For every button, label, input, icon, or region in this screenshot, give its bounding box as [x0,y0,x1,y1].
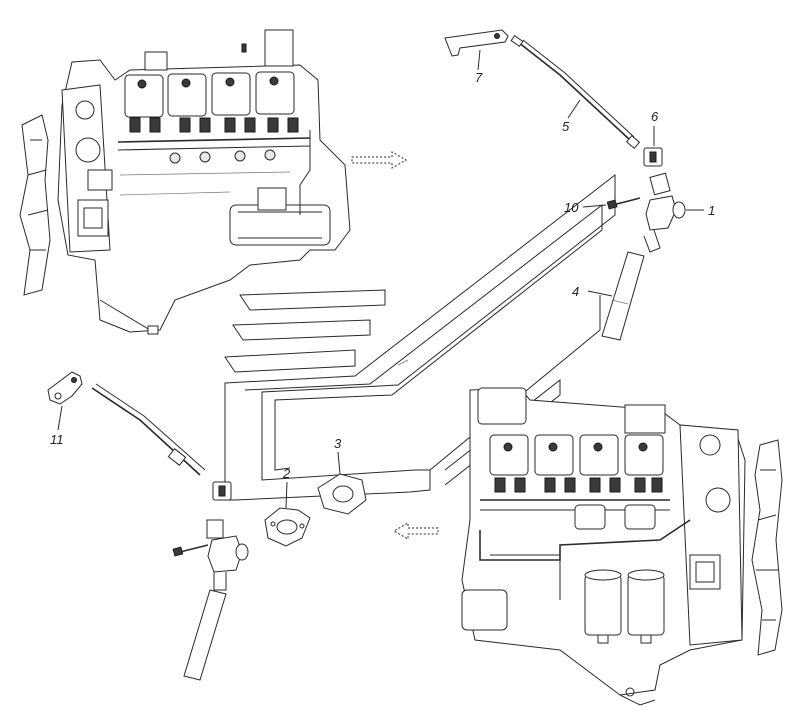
callout-6: 6 [651,109,659,124]
lower-dipstick [183,589,227,681]
callout-10: 10 [564,200,579,215]
lower-fitting [172,519,249,591]
callout-7: 7 [475,70,483,85]
part-7-bracket [444,29,509,57]
right-arrow [351,151,408,169]
callout-5: 5 [562,119,570,134]
part-5-tube [510,34,641,149]
callout-11: 11 [50,432,64,447]
starter-upper [229,187,331,246]
fan-left [19,114,51,296]
part-3-gasket [317,473,367,515]
lower-clamp [212,481,232,501]
part-11-bracket [47,371,83,405]
part-6-clamp [643,147,663,167]
part-1-fitting [643,172,686,253]
part-10-bolt [606,197,641,210]
fan-right [751,439,783,656]
callout-1: 1 [708,203,715,218]
part-4-dipstick [601,251,645,341]
lower-tube [91,383,206,476]
callout-4: 4 [572,284,579,299]
engine-upper-view [19,29,351,335]
callout-3: 3 [334,436,342,451]
engine-lower-view [461,387,783,706]
fuel-filters [584,569,665,644]
part-2-flange [264,507,311,547]
callout-2: 2 [282,466,291,481]
left-arrow [392,522,439,540]
leader-lines [57,49,704,509]
